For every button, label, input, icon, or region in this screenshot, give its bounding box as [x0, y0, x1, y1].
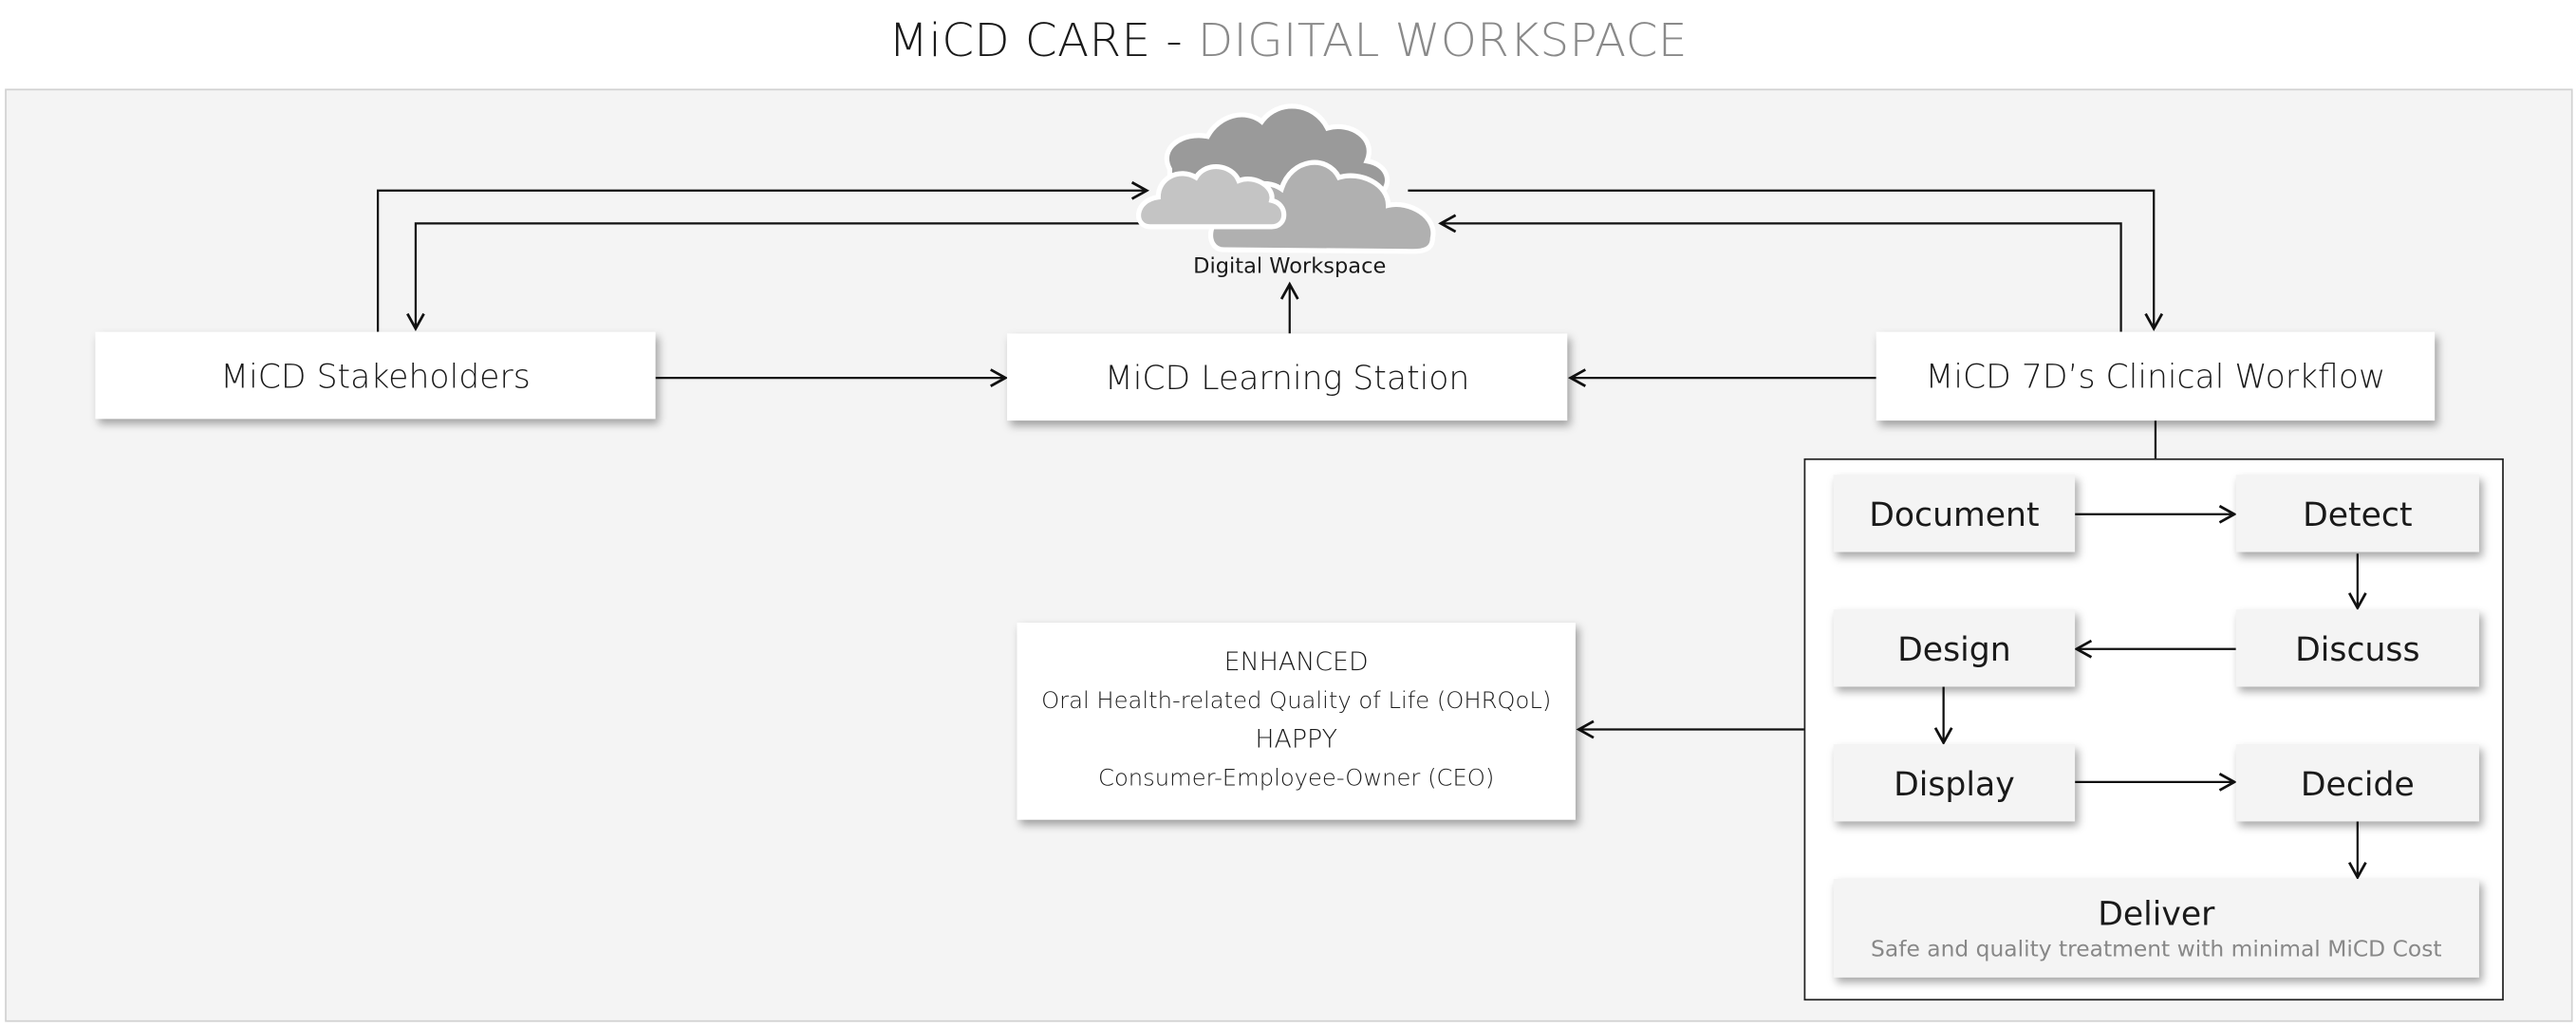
node-stakeholders[interactable]: MiCD Stakeholders	[95, 331, 656, 420]
node-stakeholders-label: MiCD Stakeholders	[220, 355, 531, 396]
page-title: MiCD CARE - DIGITAL WORKSPACE	[0, 13, 2576, 67]
step-deliver[interactable]: Deliver Safe and quality treatment with …	[1833, 879, 2479, 978]
step-decide-label: Decide	[2300, 763, 2415, 803]
step-decide[interactable]: Decide	[2235, 744, 2479, 822]
step-display-label: Display	[1894, 763, 2015, 803]
outcome-ohrqol: Oral Health-related Quality of Life (OHR…	[1041, 687, 1552, 715]
outcome-happy: HAPPY	[1255, 724, 1338, 755]
step-document-label: Document	[1869, 494, 2040, 533]
step-discuss[interactable]: Discuss	[2235, 609, 2479, 687]
arrow-clinical-to-cloud	[1438, 214, 2122, 332]
arrow-cloud-to-clinical	[1408, 189, 2164, 332]
step-deliver-subtitle: Safe and quality treatment with minimal …	[1871, 936, 2442, 963]
arrow-cloud-to-stakeholders	[406, 222, 1146, 332]
step-detect[interactable]: Detect	[2235, 475, 2479, 552]
step-document[interactable]: Document	[1833, 475, 2076, 552]
step-design[interactable]: Design	[1833, 609, 2076, 687]
arrow-stakeholders-to-cloud	[376, 180, 1150, 332]
step-deliver-label: Deliver	[2098, 893, 2215, 934]
node-clinical-workflow[interactable]: MiCD 7D’s Clinical Workflow	[1876, 331, 2436, 421]
step-design-label: Design	[1897, 628, 2011, 668]
title-sub: DIGITAL WORKSPACE	[1197, 12, 1688, 67]
outcome-enhanced: ENHANCED	[1223, 646, 1369, 678]
step-discuss-label: Discuss	[2295, 628, 2420, 668]
outcome-box: ENHANCED Oral Health-related Quality of …	[1017, 623, 1576, 820]
step-display[interactable]: Display	[1833, 744, 2076, 822]
outcome-ceo: Consumer-Employee-Owner (CEO)	[1098, 764, 1495, 792]
title-main: MiCD CARE -	[888, 12, 1198, 67]
step-detect-label: Detect	[2303, 494, 2413, 533]
node-learning-station[interactable]: MiCD Learning Station	[1007, 333, 1568, 421]
node-clinical-workflow-label: MiCD 7D’s Clinical Workflow	[1925, 356, 2386, 397]
node-learning-station-label: MiCD Learning Station	[1104, 357, 1470, 398]
cloud-label: Digital Workspace	[1193, 254, 1387, 280]
cloud-icon	[1136, 103, 1436, 254]
